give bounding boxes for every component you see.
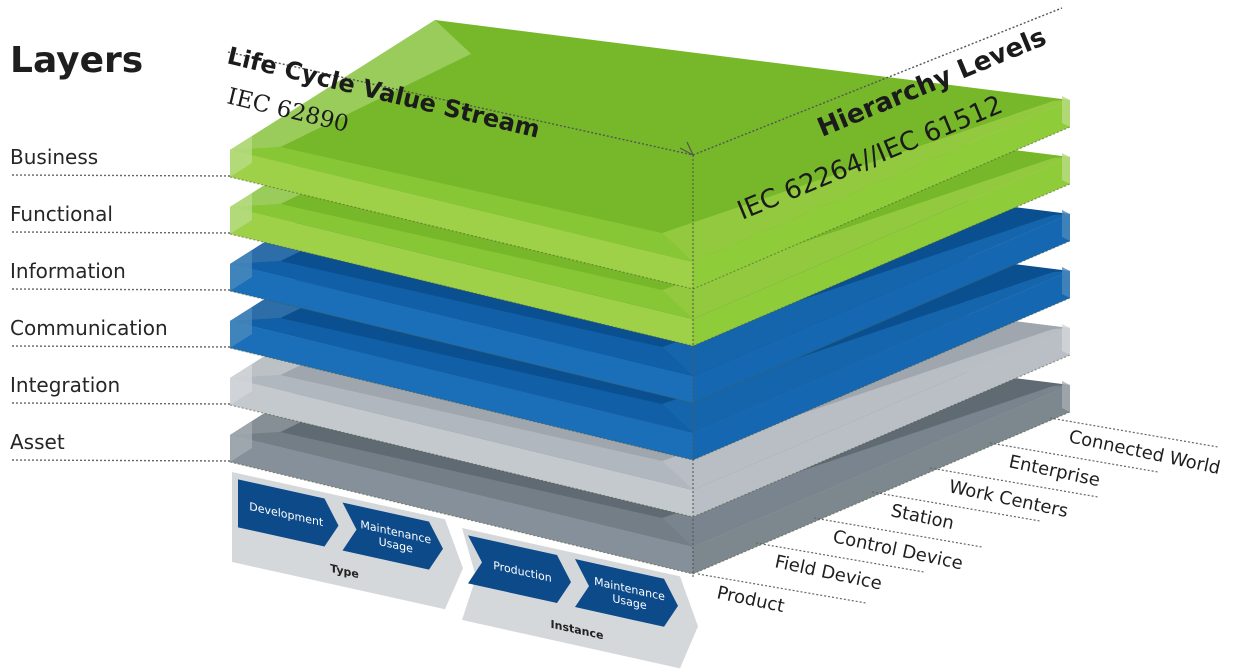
level-guide-line (755, 542, 925, 573)
dotted-guides (11, 7, 1071, 578)
layer-guide-line (11, 402, 231, 405)
slab-right-cap (1062, 210, 1070, 241)
layer-guide-line (11, 459, 231, 462)
slab-left-cap (230, 421, 252, 462)
slab-right-face (693, 328, 1070, 517)
slab-edge-dots (692, 354, 1071, 518)
level-guide-line (871, 491, 1041, 522)
slab-left-face (230, 378, 693, 517)
slab-edge-dots (692, 297, 1071, 461)
slab-edge-dots (229, 176, 694, 290)
layer-label-communication: Communication (10, 316, 168, 340)
slab-rim (662, 100, 1070, 262)
slab-left-cap (230, 307, 252, 348)
slab-rim (662, 214, 1070, 376)
phase-step-chevron (342, 502, 443, 570)
layer-label-information: Information (10, 259, 126, 283)
hierarchy-level-station: Station (889, 500, 956, 534)
level-guide-line (1049, 417, 1219, 448)
slab-rim (230, 147, 693, 262)
phase-group-label: Type (330, 562, 359, 581)
layers-title: Layers (10, 40, 144, 81)
slab-rim (662, 157, 1070, 319)
slab-edge-dots (692, 183, 1071, 347)
slab-left-cap (230, 364, 252, 405)
phase-step-chevron (468, 535, 571, 604)
slab-rim (230, 432, 693, 547)
level-guide-line (813, 517, 983, 548)
slab-rim (662, 328, 1070, 490)
layer-guide-line (11, 345, 231, 348)
slab-right-face (693, 385, 1070, 574)
layer-guide-line (11, 174, 231, 177)
phase-step-chevron (575, 559, 678, 627)
slab-edge-dots (229, 404, 694, 518)
layer-label-asset: Asset (10, 430, 65, 454)
slab-left-face (230, 321, 693, 460)
hierarchy-level-product: Product (715, 582, 786, 617)
slab-rim (230, 375, 693, 490)
slab-rim (230, 261, 693, 376)
hierarchy-level-enterprise: Enterprise (1007, 451, 1102, 491)
hierarchy-level-field-device: Field Device (773, 551, 884, 594)
slab-edge-dots (692, 411, 1071, 575)
slab-edge-dots (229, 290, 694, 404)
level-guide-line (989, 442, 1159, 473)
slab-left-face (230, 207, 693, 346)
slab-edge-dots (692, 126, 1071, 290)
slab-right-cap (1062, 153, 1070, 184)
slab-top-face (230, 20, 1070, 262)
layer-slab-business (230, 20, 1070, 289)
slab-rim (230, 20, 472, 150)
slab-left-cap (230, 250, 252, 291)
slab-left-face (230, 150, 693, 289)
layer-label-integration: Integration (10, 373, 121, 397)
slab-left-face (230, 264, 693, 403)
slab-rim (230, 204, 693, 319)
slab-rim (230, 318, 693, 433)
slab-left-cap (230, 136, 252, 177)
layer-guide-line (11, 231, 231, 234)
slab-right-cap (1062, 324, 1070, 355)
level-guide-line (929, 467, 1099, 498)
hierarchy-level-work-centers: Work Centers (947, 476, 1070, 522)
slab-left-cap (230, 193, 252, 234)
slab-right-face (693, 100, 1070, 289)
slab-left-face (230, 435, 693, 574)
slab-right-face (693, 214, 1070, 403)
slab-right-cap (1062, 381, 1070, 412)
slab-right-cap (1062, 96, 1070, 127)
layer-label-business: Business (10, 145, 99, 169)
slab-right-face (693, 157, 1070, 346)
slab-edge-dots (229, 347, 694, 461)
slab-rim (662, 271, 1070, 433)
layer-guide-line (11, 288, 231, 291)
life-cycle-axis-line (227, 51, 694, 156)
slab-right-cap (1062, 267, 1070, 298)
slab-edge-dots (229, 233, 694, 347)
slab-rim (662, 385, 1070, 547)
level-guide-line (697, 573, 867, 604)
slab-edge-dots (229, 461, 694, 575)
slab-right-face (693, 271, 1070, 460)
slab-edge-dots (692, 240, 1071, 404)
layer-label-functional: Functional (10, 202, 113, 226)
layer-slabs (230, 20, 1070, 574)
phase-step-chevron (238, 479, 339, 547)
